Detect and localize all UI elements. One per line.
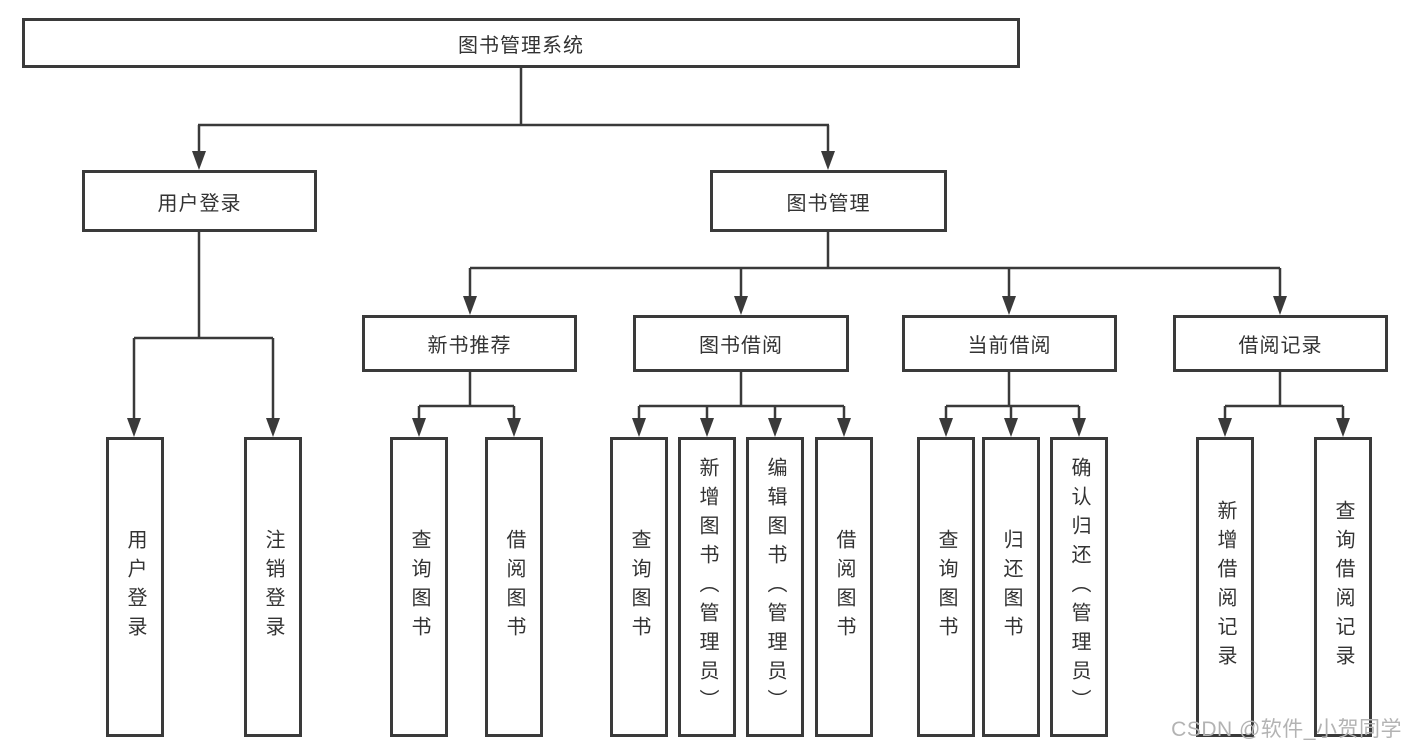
- node-book-management: 图书管理: [710, 170, 947, 232]
- node-book-borrow-label: 图书借阅: [699, 335, 783, 357]
- node-borrow-records: 借阅记录: [1173, 315, 1388, 372]
- node-root-label: 图书管理系统: [458, 34, 584, 57]
- leaf-borrow-books-2-label: 借阅图书: [833, 529, 855, 645]
- leaf-user-login: 用户登录: [106, 437, 164, 737]
- leaf-add-book-admin-label: 新增图书（管理员）: [696, 456, 718, 718]
- leaf-query-books-1-label: 查询图书: [408, 529, 430, 645]
- leaf-query-borrow-record: 查询借阅记录: [1314, 437, 1372, 737]
- leaf-query-borrow-record-label: 查询借阅记录: [1332, 500, 1354, 674]
- leaf-borrow-books-1: 借阅图书: [485, 437, 543, 737]
- leaf-logout: 注销登录: [244, 437, 302, 737]
- leaf-query-books-1: 查询图书: [390, 437, 448, 737]
- leaf-return-book: 归还图书: [982, 437, 1040, 737]
- leaf-query-books-3-label: 查询图书: [935, 529, 957, 645]
- node-new-book-recommend-label: 新书推荐: [427, 335, 512, 357]
- node-user-login-label: 用户登录: [157, 192, 242, 215]
- leaf-query-books-2: 查询图书: [610, 437, 668, 737]
- node-book-management-label: 图书管理: [786, 192, 871, 215]
- leaf-edit-book-admin: 编辑图书（管理员）: [746, 437, 804, 737]
- csdn-watermark: CSDN @软件_小贺同学: [1171, 718, 1402, 741]
- node-current-borrow-label: 当前借阅: [967, 335, 1052, 357]
- leaf-borrow-books-1-label: 借阅图书: [503, 529, 525, 645]
- leaf-return-book-label: 归还图书: [1000, 529, 1022, 645]
- node-root: 图书管理系统: [22, 18, 1020, 68]
- leaf-add-book-admin: 新增图书（管理员）: [678, 437, 736, 737]
- leaf-add-borrow-record: 新增借阅记录: [1196, 437, 1254, 737]
- node-borrow-records-label: 借阅记录: [1238, 335, 1323, 357]
- leaf-user-login-label: 用户登录: [124, 529, 146, 645]
- leaf-confirm-return-admin: 确认归还（管理员）: [1050, 437, 1108, 737]
- leaf-borrow-books-2: 借阅图书: [815, 437, 873, 737]
- leaf-edit-book-admin-label: 编辑图书（管理员）: [764, 456, 786, 718]
- leaf-logout-label: 注销登录: [262, 529, 284, 645]
- node-new-book-recommend: 新书推荐: [362, 315, 577, 372]
- leaf-query-books-2-label: 查询图书: [628, 529, 650, 645]
- leaf-query-books-3: 查询图书: [917, 437, 975, 737]
- arrowheads: [127, 151, 1350, 437]
- leaf-confirm-return-admin-label: 确认归还（管理员）: [1068, 456, 1090, 718]
- node-current-borrow: 当前借阅: [902, 315, 1117, 372]
- leaf-add-borrow-record-label: 新增借阅记录: [1214, 500, 1236, 674]
- node-book-borrow: 图书借阅: [633, 315, 849, 372]
- node-user-login: 用户登录: [82, 170, 317, 232]
